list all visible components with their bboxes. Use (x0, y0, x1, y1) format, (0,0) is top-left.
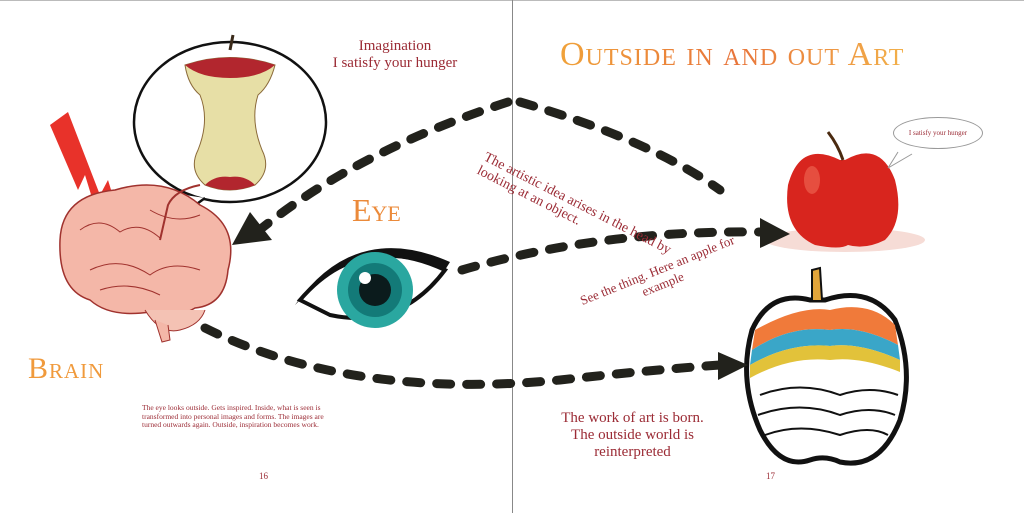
arrowhead-brain (232, 212, 272, 245)
imagination-line: Imagination (358, 38, 432, 54)
brain-icon (59, 184, 232, 343)
arrow-brain-to-art (200, 323, 725, 389)
arrowhead-art (718, 352, 748, 380)
hunger-line: I satisfy your hunger (332, 55, 458, 71)
arrow-eye-to-apple (457, 227, 765, 275)
doodle-apple-icon (744, 266, 909, 466)
page-gutter (512, 0, 513, 513)
page-title: Outside in and out Art (560, 36, 905, 73)
page-number-right: 17 (766, 471, 775, 481)
artwork-caption: The work of art is born. The outside wor… (545, 410, 720, 461)
body-paragraph: The eye looks outside. Gets inspired. In… (142, 403, 324, 429)
eye-label: Eye (352, 192, 401, 228)
apple-core-icon (184, 34, 276, 191)
page-number-left: 16 (259, 471, 268, 481)
arrowhead-apple (760, 218, 790, 248)
eye-icon (295, 248, 450, 328)
apple-speech-bubble: I satisfy your hunger (893, 117, 983, 149)
arrow-idea-to-apple (515, 97, 725, 195)
imagination-heading: Imagination I satisfy your hunger (300, 38, 490, 72)
red-apple-icon (765, 131, 925, 252)
brain-label: Brain (28, 352, 105, 385)
born-line-2: The outside world is (571, 427, 694, 443)
born-line-1: The work of art is born. (561, 410, 704, 426)
born-line-3: reinterpreted (594, 444, 671, 460)
arrow-idea-to-brain (257, 97, 513, 233)
